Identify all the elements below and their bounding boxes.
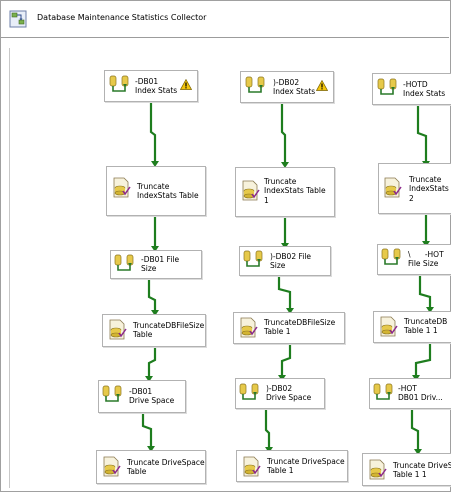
constraint-c1-1[interactable]: [149, 101, 157, 161]
execute-sql-task-icon: [103, 456, 121, 477]
sql-task-truncate-dbfilesize[interactable]: TruncateDBFileSize Table: [102, 314, 206, 347]
package-icon: [9, 10, 27, 28]
task-label: \ -HOT File Size: [408, 250, 444, 269]
dataflow-task-icon: [377, 78, 397, 95]
constraint-c2-3[interactable]: [277, 275, 292, 308]
sql-task-truncate-dbfilesize-1-1[interactable]: TruncateDB Table 1 1: [373, 311, 451, 343]
dataflow-task-hotdb-file-size[interactable]: \ -HOT File Size: [377, 244, 451, 275]
task-label: Truncate DriveSpace Table 1: [267, 457, 345, 476]
task-label: Truncate IndexStats 2: [409, 175, 449, 203]
sql-task-truncate-drivespace-1-1[interactable]: Truncate DriveS Table 1 1: [362, 453, 451, 486]
dataflow-task-hotdb-drive-space[interactable]: -HOT DB01 Driv...: [369, 378, 451, 409]
execute-sql-task-icon: [240, 317, 258, 338]
dataflow-task-db02-drive-space[interactable]: )-DB02 Drive Space: [235, 378, 325, 409]
dataflow-task-icon: [109, 75, 129, 92]
dataflow-task-db01-drive-space[interactable]: -DB01 Drive Space: [98, 380, 186, 413]
constraint-c1-5[interactable]: [141, 412, 153, 446]
control-flow-canvas[interactable]: [1, 39, 449, 491]
execute-sql-task-icon: [369, 459, 387, 480]
warning-icon[interactable]: [316, 80, 328, 91]
task-label: -DB01 Drive Space: [129, 387, 175, 406]
task-label: )-DB02 Drive Space: [266, 384, 312, 403]
constraint-c2-1[interactable]: [280, 101, 287, 162]
execute-sql-task-icon: [380, 316, 398, 337]
execute-sql-task-icon: [113, 177, 131, 198]
task-label: Truncate DriveSpace Table: [127, 458, 205, 477]
task-label: )-DB02 Index Stats: [273, 78, 316, 97]
dataflow-task-db01-index-stats[interactable]: -DB01 Index Stats: [104, 70, 198, 102]
dataflow-task-icon: [243, 250, 263, 267]
task-label: Truncate IndexStats Table 1: [264, 177, 326, 205]
execute-sql-task-icon: [109, 319, 127, 340]
task-label: )-DB02 File Size: [270, 252, 312, 271]
dataflow-task-db01-file-size[interactable]: -DB01 File Size: [110, 250, 202, 279]
execute-sql-task-icon: [242, 180, 260, 201]
dataflow-task-icon: [114, 254, 134, 271]
canvas-left-border: [9, 48, 10, 488]
constraint-c3-1[interactable]: [416, 104, 428, 161]
dataflow-task-hotdb-index-stats[interactable]: -HOTD Index Stats: [372, 73, 451, 105]
warning-icon[interactable]: [180, 79, 192, 90]
task-label: Truncate DriveS Table 1 1: [393, 461, 451, 480]
sql-task-truncate-indexstats-2[interactable]: Truncate IndexStats 2: [378, 163, 451, 214]
dataflow-task-icon: [239, 383, 259, 400]
constraint-c2-5[interactable]: [264, 408, 271, 447]
task-label: -DB01 File Size: [141, 255, 180, 274]
task-label: Truncate IndexStats Table: [137, 182, 199, 201]
execute-sql-task-icon: [243, 456, 261, 477]
sql-task-truncate-indexstats[interactable]: Truncate IndexStats Table: [106, 166, 206, 216]
constraint-c3-4[interactable]: [414, 342, 432, 375]
constraint-c1-3[interactable]: [147, 278, 157, 310]
dataflow-task-icon: [381, 248, 401, 265]
constraint-c1-4[interactable]: [147, 346, 157, 376]
dataflow-task-icon: [102, 385, 122, 402]
task-label: -HOTD Index Stats: [403, 80, 446, 99]
dataflow-task-db02-index-stats[interactable]: )-DB02 Index Stats: [240, 71, 334, 103]
task-label: TruncateDBFileSize Table: [133, 321, 205, 340]
dataflow-task-icon: [245, 76, 265, 93]
sql-task-truncate-drivespace-1[interactable]: Truncate DriveSpace Table 1: [236, 450, 348, 482]
task-label: -HOT DB01 Driv...: [398, 384, 443, 403]
constraint-c3-3[interactable]: [418, 274, 432, 307]
sql-task-truncate-indexstats-1[interactable]: Truncate IndexStats Table 1: [235, 167, 335, 217]
package-title: Database Maintenance Statistics Collecto…: [37, 13, 207, 22]
sql-task-truncate-dbfilesize-1[interactable]: TruncateDBFileSize Table 1: [233, 312, 345, 344]
sql-task-truncate-drivespace[interactable]: Truncate DriveSpace Table: [96, 450, 206, 484]
task-label: TruncateDB Table 1 1: [404, 317, 448, 336]
execute-sql-task-icon: [384, 177, 402, 198]
package-header: Database Maintenance Statistics Collecto…: [1, 1, 449, 38]
constraint-c2-4[interactable]: [280, 343, 292, 375]
task-label: TruncateDBFileSize Table 1: [264, 318, 336, 337]
constraint-c3-5[interactable]: [410, 408, 420, 449]
dataflow-task-db02-file-size[interactable]: )-DB02 File Size: [239, 246, 331, 276]
dataflow-task-icon: [373, 383, 393, 400]
task-label: -DB01 Index Stats: [135, 77, 178, 96]
